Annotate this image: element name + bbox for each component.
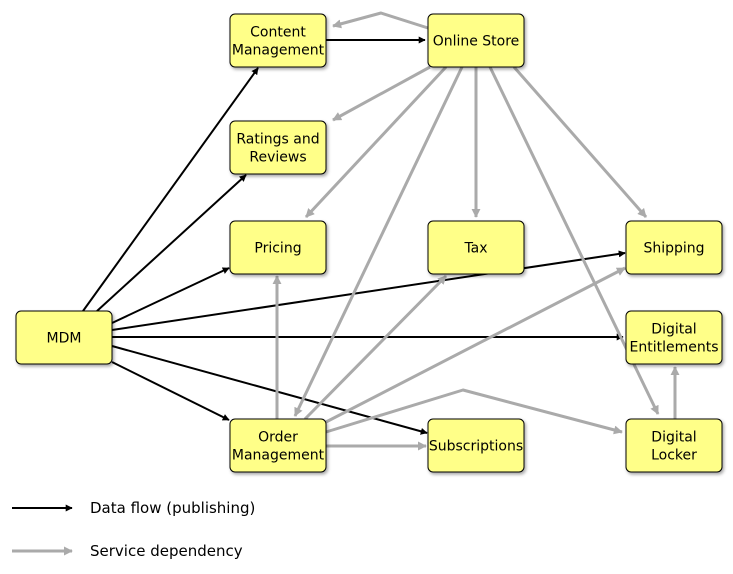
node-shipping-label-0: Shipping — [643, 241, 704, 257]
node-mdm-box — [15, 310, 113, 365]
node-shipping: Shipping — [625, 220, 723, 275]
node-mdm-label-0: MDM — [47, 331, 82, 347]
node-content-label-0: Content — [250, 25, 306, 41]
node-subscriptions: Subscriptions — [427, 418, 525, 473]
node-ratings-box — [229, 120, 327, 175]
node-locker-label-1: Locker — [651, 448, 697, 464]
edge-mdm-to-ratings — [96, 174, 247, 312]
node-pricing-label-0: Pricing — [254, 241, 301, 257]
node-mdm: MDM — [15, 310, 113, 365]
node-order-label-1: Management — [232, 448, 325, 464]
node-online-box — [427, 13, 525, 68]
legend-service-dependency-label: Service dependency — [90, 542, 243, 560]
node-ratings-label-0: Ratings and — [236, 132, 319, 148]
edge-online-to-pricing — [304, 65, 448, 219]
node-entitlements-label-0: Digital — [651, 322, 696, 338]
legend: Data flow (publishing) Service dependenc… — [12, 499, 255, 560]
edge-mdm-to-content — [82, 67, 259, 312]
node-pricing-box — [229, 220, 327, 275]
node-pricing: Pricing — [229, 220, 327, 275]
node-subscriptions-box — [427, 418, 525, 473]
node-ratings-label-1: Reviews — [249, 150, 306, 166]
edge-online-to-ratings — [332, 65, 431, 122]
node-online: Online Store — [427, 13, 525, 68]
node-locker-box — [625, 418, 723, 473]
node-subscriptions-label-0: Subscriptions — [429, 439, 523, 455]
edge-order-to-locker — [325, 388, 623, 435]
edges-layer — [82, 11, 680, 451]
legend-data-flow-label: Data flow (publishing) — [90, 499, 255, 517]
node-content-label-1: Management — [232, 43, 325, 59]
node-online-label-0: Online Store — [433, 34, 520, 50]
edge-mdm-to-shipping — [111, 250, 626, 331]
node-entitlements-box — [625, 310, 723, 365]
edge-online-to-order — [293, 66, 464, 417]
node-entitlements-label-1: Entitlements — [630, 340, 719, 356]
edge-order-to-tax — [303, 274, 448, 421]
node-order-box — [229, 418, 327, 473]
edge-online-to-content — [332, 11, 429, 30]
node-tax-box — [427, 220, 525, 275]
edge-online-to-shipping — [512, 66, 648, 218]
node-tax-label-0: Tax — [463, 241, 487, 257]
node-locker-label-0: Digital — [651, 430, 696, 446]
node-tax: Tax — [427, 220, 525, 275]
node-order-label-0: Order — [258, 430, 298, 446]
node-shipping-box — [625, 220, 723, 275]
node-content-box — [229, 13, 327, 68]
edge-mdm-to-order — [111, 361, 230, 421]
edge-mdm-to-pricing — [111, 267, 230, 324]
edge-order-to-shipping — [325, 266, 626, 424]
